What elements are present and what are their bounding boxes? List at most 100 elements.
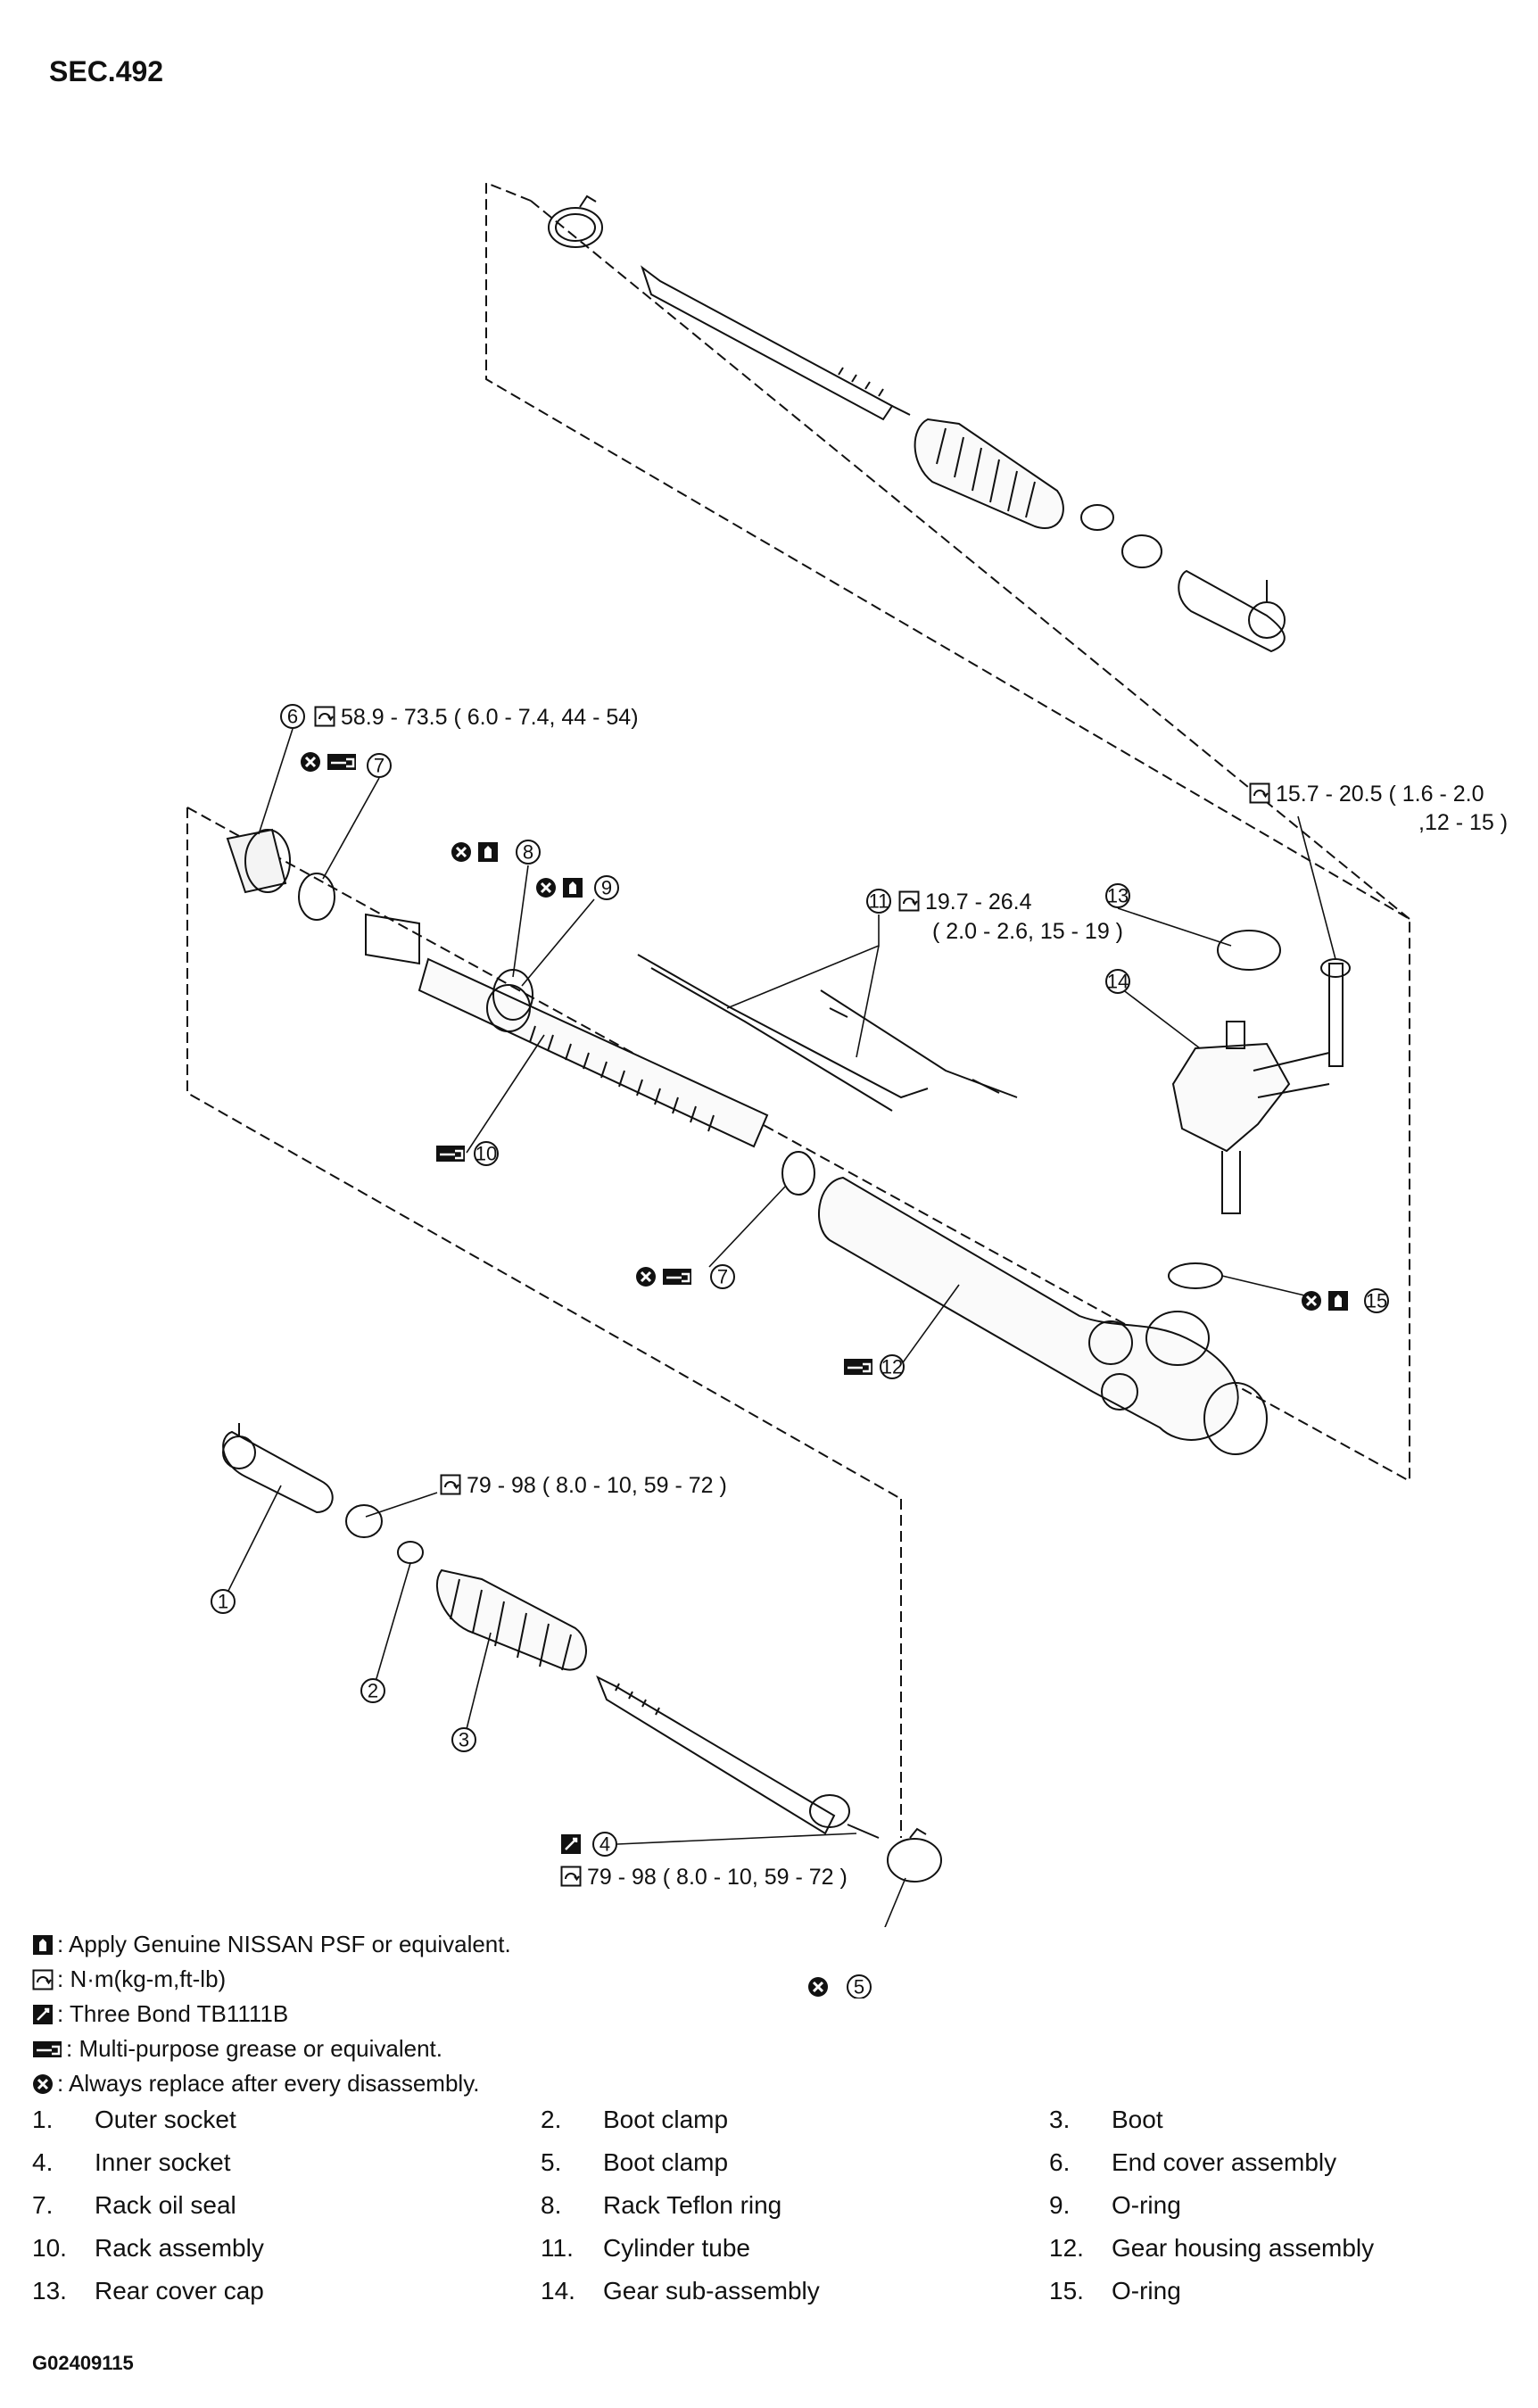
part-item: 3.Boot [1049, 2106, 1163, 2133]
part-item: 12.Gear housing assembly [1049, 2234, 1375, 2262]
torque-wrench-icon [32, 1969, 54, 1990]
replace-icon [300, 751, 321, 773]
callout-6: 6 [280, 704, 305, 729]
callout-8-label: 8 [523, 841, 533, 864]
torque-inner-socket: 79 - 98 ( 8.0 - 10, 59 - 72 ) [560, 1865, 848, 1890]
callout-1-label: 1 [218, 1591, 228, 1613]
replace-icon [807, 1976, 829, 1998]
legend-text: : Multi-purpose grease or equivalent. [66, 2035, 443, 2062]
lower-boot-clamp-small [397, 1541, 424, 1564]
callout-10-label: 10 [475, 1143, 497, 1165]
legend-text: : Three Bond TB1111B [57, 2000, 289, 2027]
lower-nut [345, 1504, 383, 1538]
part-item: 7.Rack oil seal [32, 2191, 236, 2219]
legend-text: : Apply Genuine NISSAN PSF or equivalent… [57, 1931, 511, 1957]
part-item: 15.O-ring [1049, 2277, 1181, 2305]
part-item: 11.Cylinder tube [541, 2234, 750, 2262]
legend-item: : Apply Genuine NISSAN PSF or equivalent… [32, 1927, 511, 1962]
part-item: 4.Inner socket [32, 2148, 231, 2176]
gear-bolt [1328, 963, 1344, 1067]
psf-fluid-icon [1328, 1291, 1348, 1311]
callout-4: 4 [560, 1832, 617, 1857]
torque-wrench-icon [560, 1866, 582, 1887]
parts-row: 7.Rack oil seal 8.Rack Teflon ring 9.O-r… [32, 2191, 1513, 2234]
grease-icon [32, 2040, 62, 2058]
grease-icon [662, 1267, 692, 1287]
callout-7a: 7 [300, 751, 392, 778]
callout-14: 14 [1105, 969, 1130, 994]
torque-outer-socket-nut-text: 79 - 98 ( 8.0 - 10, 59 - 72 ) [467, 1473, 727, 1498]
parts-row: 4.Inner socket 5.Boot clamp 6.End cover … [32, 2148, 1513, 2191]
rack-oil-seal-lower [781, 1151, 815, 1196]
torque-wrench-icon [1249, 782, 1270, 804]
callout-2-label: 2 [368, 1680, 378, 1702]
upper-boot [914, 418, 1064, 529]
callout-14-label: 14 [1107, 971, 1129, 993]
psf-fluid-icon [563, 878, 583, 898]
psf-fluid-icon [478, 842, 498, 862]
callout-5-area: 5 [807, 1974, 872, 1998]
part-item: 5.Boot clamp [541, 2148, 729, 2176]
lower-inner-socket [596, 1675, 836, 1835]
torque-wrench-icon [314, 706, 335, 727]
callout-13-label: 13 [1107, 885, 1129, 907]
lower-boot [436, 1568, 587, 1671]
torque-wrench-icon [898, 890, 920, 912]
callout-15-label: 15 [1366, 1290, 1387, 1312]
upper-outer-socket [1178, 569, 1286, 653]
legend-item: : Three Bond TB1111B [32, 1997, 511, 2031]
rack-bar [418, 957, 769, 1148]
callout-5: 5 [807, 1974, 872, 1998]
legend-text: : Always replace after every disassembly… [57, 2070, 480, 2097]
torque-gear-bolt: 15.7 - 20.5 ( 1.6 - 2.0 ,12 - 15 ) [1249, 782, 1508, 835]
upper-leader-outline [485, 181, 1410, 1481]
part-item: 13.Rear cover cap [32, 2277, 264, 2305]
lower-boot-clamp [887, 1838, 942, 1883]
parts-row: 1.Outer socket 2.Boot clamp 3.Boot [32, 2106, 1513, 2148]
torque-gear-bolt-line2: ,12 - 15 ) [1418, 810, 1508, 835]
part-item: 9.O-ring [1049, 2191, 1181, 2219]
callout-7b-label: 7 [717, 1266, 728, 1288]
torque-wrench-icon [440, 1474, 461, 1495]
part-item: 2.Boot clamp [541, 2106, 729, 2133]
legend-item: : Multi-purpose grease or equivalent. [32, 2031, 511, 2066]
gear-oring [1168, 1262, 1223, 1289]
callout-6-label: 6 [287, 706, 298, 728]
parts-list: 1.Outer socket 2.Boot clamp 3.Boot 4.Inn… [32, 2106, 1513, 2320]
replace-icon [535, 877, 557, 898]
part-item: 10.Rack assembly [32, 2234, 264, 2262]
gear-sub-assembly [1171, 1042, 1291, 1153]
callout-7b: 7 [635, 1264, 735, 1289]
callout-3-label: 3 [459, 1729, 469, 1751]
leader-lines [222, 728, 1336, 1927]
rack-teflon-ring [492, 969, 533, 1021]
three-bond-icon [560, 1833, 582, 1855]
callout-7a-label: 7 [374, 755, 384, 777]
replace-icon [32, 2073, 54, 2095]
symbol-legend: : Apply Genuine NISSAN PSF or equivalent… [32, 1927, 511, 2101]
torque-gear-bolt-line1: 15.7 - 20.5 ( 1.6 - 2.0 [1276, 782, 1484, 807]
callout-15: 15 [1301, 1288, 1389, 1313]
parts-row: 13.Rear cover cap 14.Gear sub-assembly 1… [32, 2277, 1513, 2320]
part-item: 8.Rack Teflon ring [541, 2191, 782, 2219]
section-title: SEC.492 [49, 55, 164, 87]
callout-12-label: 12 [881, 1356, 903, 1378]
upper-leader-right [530, 200, 1410, 920]
callout-5-label: 5 [854, 1976, 864, 1998]
three-bond-icon [32, 2003, 54, 2025]
callout-2: 2 [360, 1678, 385, 1703]
exploded-diagram: 6 58.9 - 73.5 ( 6.0 - 7.4, 44 - 54) 7 8 … [186, 181, 1508, 1927]
lower-outer-socket [222, 1430, 334, 1514]
upper-boot-clamp [548, 207, 603, 248]
part-item: 14.Gear sub-assembly [541, 2277, 820, 2305]
replace-icon [451, 841, 472, 863]
callout-13: 13 [1105, 883, 1130, 908]
upper-inner-socket [641, 265, 894, 421]
callout-10: 10 [435, 1141, 499, 1166]
end-cover-body [226, 828, 287, 894]
callout-1: 1 [211, 1589, 236, 1614]
callout-11-label: 11 [869, 890, 889, 913]
callout-12: 12 [843, 1354, 905, 1379]
grease-icon [327, 752, 357, 772]
gear-housing-assembly [186, 807, 1410, 1500]
